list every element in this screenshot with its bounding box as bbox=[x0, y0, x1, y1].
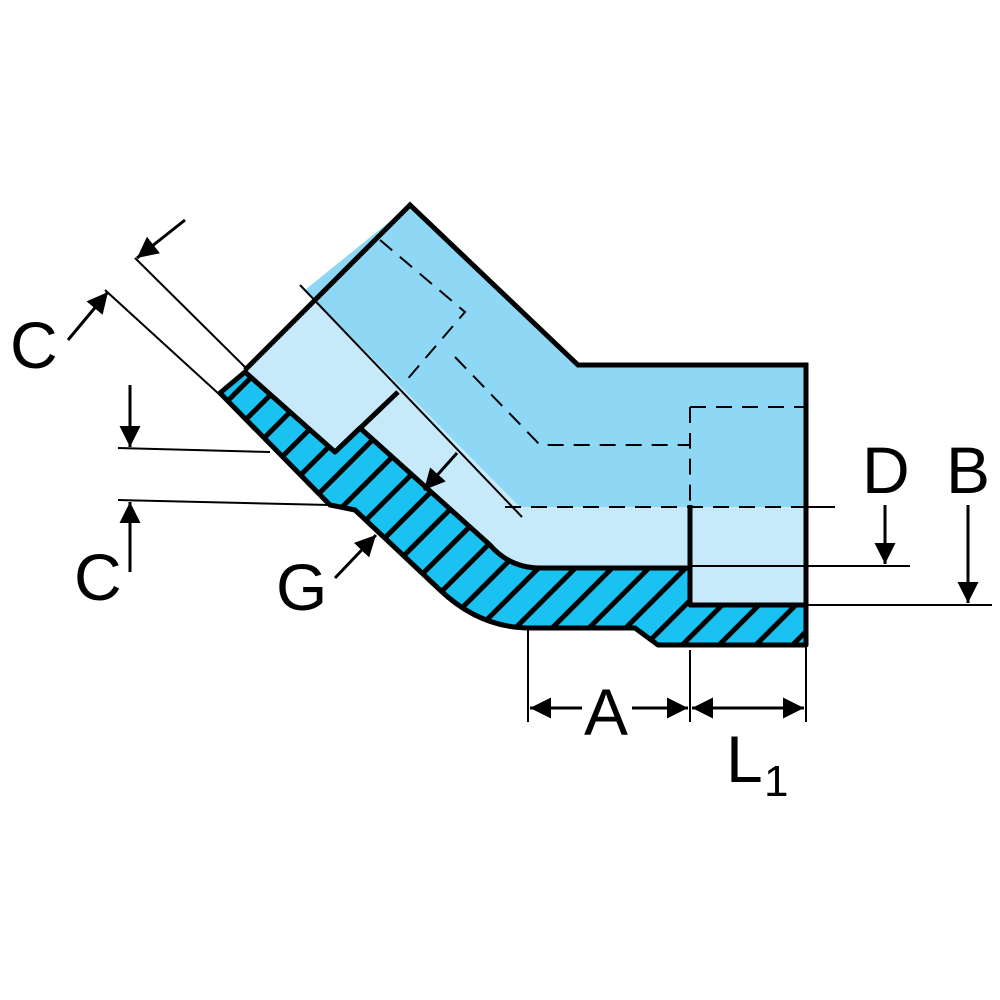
wall-section-hatch bbox=[217, 369, 809, 648]
label-g: G bbox=[276, 550, 327, 624]
arrow-c-top-1 bbox=[136, 218, 186, 260]
arrow-wall bbox=[422, 452, 459, 491]
fitting-body bbox=[305, 205, 806, 507]
socket-step-line bbox=[333, 390, 400, 454]
label-a: A bbox=[584, 675, 628, 749]
label-a-background bbox=[582, 658, 632, 756]
label-l: L bbox=[726, 722, 763, 796]
label-c-top: C bbox=[10, 308, 58, 382]
dimension-arrows bbox=[66, 218, 979, 719]
label-l-subscript: 1 bbox=[764, 757, 788, 806]
label-b: B bbox=[946, 433, 990, 507]
centerline-diagonal bbox=[299, 284, 523, 518]
hidden-lines bbox=[379, 239, 806, 508]
label-d: D bbox=[862, 433, 910, 507]
fitting-outline bbox=[243, 201, 809, 645]
dimension-lines bbox=[104, 257, 992, 722]
arrow-c-top-2 bbox=[66, 291, 110, 341]
arrow-g bbox=[333, 533, 378, 580]
label-c-left: C bbox=[74, 540, 122, 614]
